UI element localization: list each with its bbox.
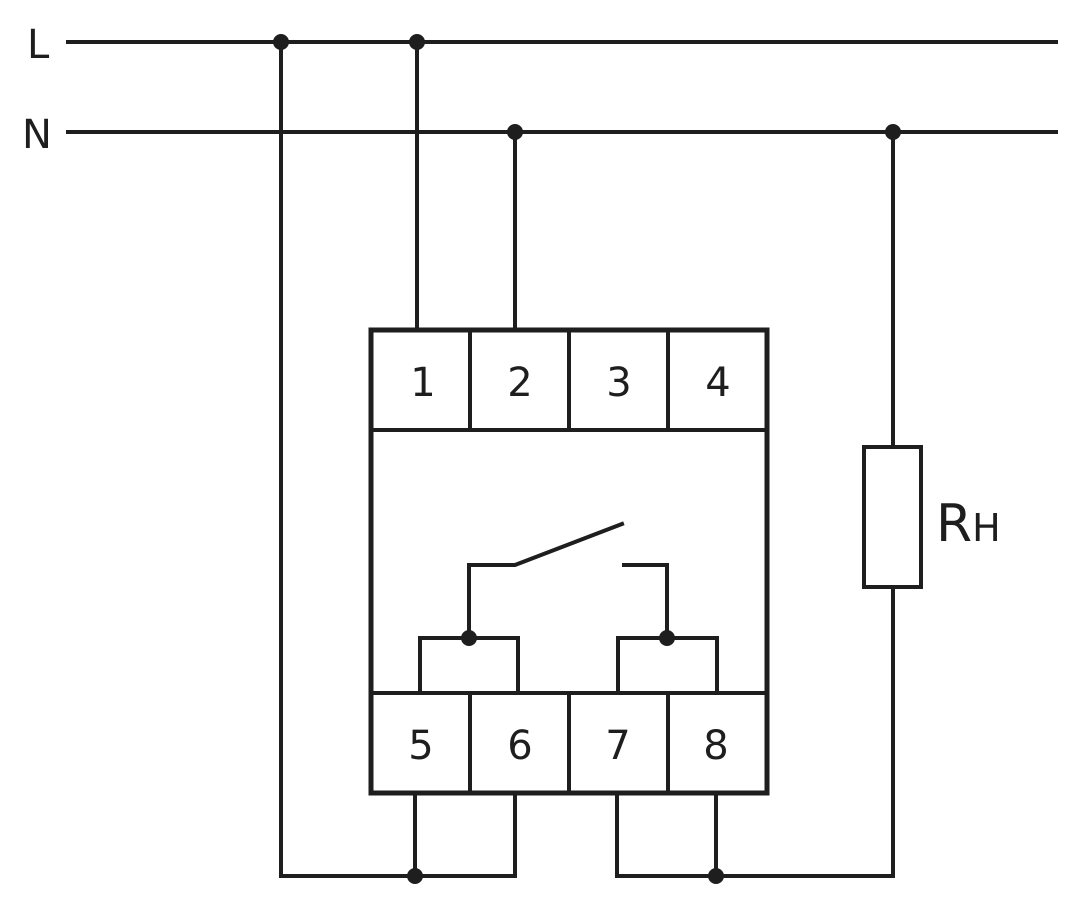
terminal-6-label: 6 [507,723,532,769]
terminal-8-label: 8 [703,723,728,769]
terminal-5-label: 5 [408,723,433,769]
load-resistor [862,445,923,589]
junction-dot [273,34,289,50]
terminal-1-label: 1 [410,360,435,406]
contact-junction-dot [461,630,477,646]
junction-dot [885,124,901,140]
junction-dot [407,868,423,884]
wire-bottom-left-loop [279,791,517,878]
terminal-2-label: 2 [507,360,532,406]
terminal-7-label: 7 [605,723,630,769]
line-label-l: L [27,22,50,68]
junction-dot [507,124,523,140]
terminal-3-label: 3 [606,360,631,406]
resistor-label-main: R [936,494,972,554]
junction-dot [409,34,425,50]
contact-switch-blade [467,521,625,640]
resistor-label: RH [936,494,1001,554]
resistor-label-sub: H [972,506,1001,550]
contact-fixed-terminal [622,563,669,640]
wire-bottom-right-loop [615,791,895,878]
terminal-4-label: 4 [705,360,730,406]
line-label-n: N [22,112,52,158]
contact-junction-dot [659,630,675,646]
junction-dot [708,868,724,884]
